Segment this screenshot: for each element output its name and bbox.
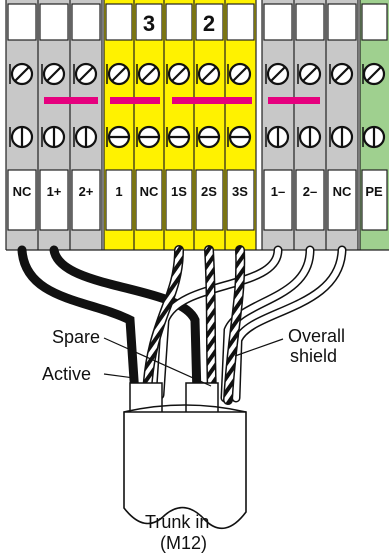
spare-label: Spare [52, 327, 101, 347]
pair-sleeves [129, 382, 219, 414]
upper-screw-row [10, 62, 386, 86]
terminal-label-1-minus: 1– [271, 184, 285, 199]
jumper-bars [44, 97, 320, 104]
header-cells [7, 3, 388, 41]
terminal-label-2-minus: 2– [303, 184, 317, 199]
trunk-in-label: Trunk in [145, 512, 210, 532]
header-number-3: 3 [143, 11, 155, 36]
header-number-2: 2 [203, 11, 215, 36]
active-wire [17, 245, 140, 400]
terminal-label-3s: 3S [232, 184, 248, 199]
terminal-label-1s: 1S [171, 184, 187, 199]
terminal-label-cells [7, 169, 388, 231]
trunk-m12-label: (M12) [160, 533, 208, 553]
wires [17, 245, 347, 405]
trunk-cable [123, 404, 247, 530]
overall-shield-label-line1: Overall [288, 326, 346, 346]
terminal-label-2s: 2S [201, 184, 217, 199]
active-label: Active [42, 364, 92, 384]
terminal-label-1-plus: 1+ [47, 184, 62, 199]
terminal-label-2-plus: 2+ [79, 184, 94, 199]
overall-shield-label-line2: shield [290, 346, 338, 366]
terminal-label-pe: PE [365, 184, 383, 199]
terminal-label-1: 1 [115, 184, 122, 199]
positive-wire [49, 245, 202, 400]
terminal-label-nc-signal: NC [140, 184, 159, 199]
terminal-label-nc-power: NC [13, 184, 32, 199]
lower-screw-row [10, 125, 386, 149]
terminal-label-nc-negative: NC [333, 184, 352, 199]
